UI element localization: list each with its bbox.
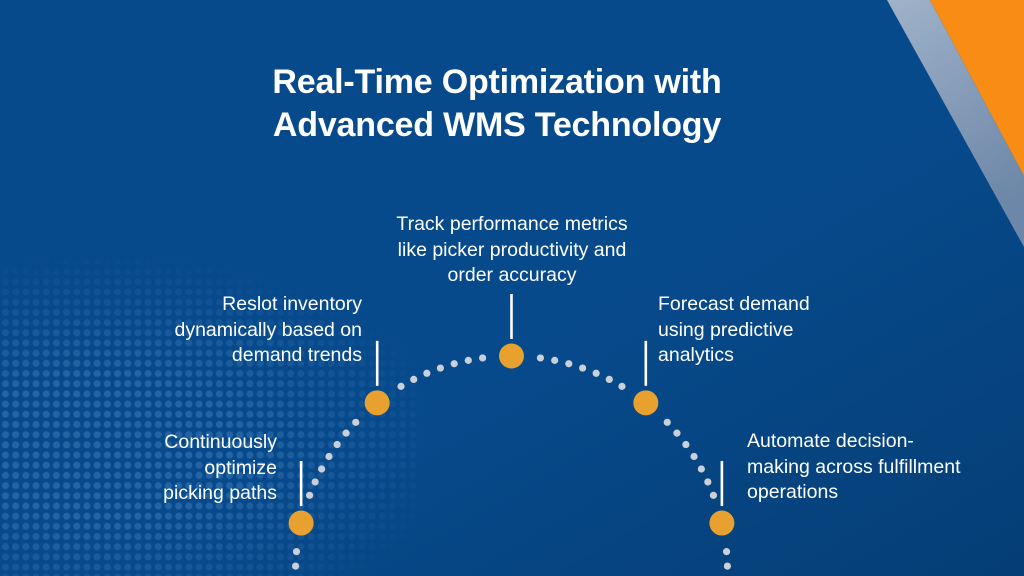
label-automate-decision-making: Automate decision- making across fulfill…	[747, 429, 1007, 506]
label-line: using predictive	[658, 318, 794, 341]
label-line: Forecast demand	[658, 293, 810, 315]
label-track-performance-metrics: Track performance metrics like picker pr…	[359, 212, 665, 289]
arc-dot	[305, 491, 314, 499]
step-marker-forecast-demand	[633, 390, 659, 416]
arc-dot	[723, 562, 732, 570]
arc-dot	[333, 440, 341, 449]
arc-dot	[704, 478, 712, 486]
label-line: order accuracy	[447, 264, 577, 286]
step-marker-reslot-inventory	[364, 390, 390, 416]
label-line: demand trends	[231, 344, 362, 366]
arc-dot	[342, 429, 350, 437]
arc-dot	[410, 375, 418, 383]
arc-dot	[352, 418, 360, 426]
arc-dot	[682, 440, 690, 449]
label-line: dynamically based on	[174, 318, 362, 341]
slide-title: Real-Time Optimization with Advanced WMS…	[0, 61, 994, 147]
arc-dot	[423, 369, 431, 377]
arc-dot	[318, 465, 326, 473]
label-reslot-inventory: Reslot inventory dynamically based on de…	[82, 292, 362, 369]
title-line-1: Real-Time Optimization with	[272, 63, 722, 101]
arc-dot	[605, 375, 613, 383]
arc-dot	[478, 354, 487, 362]
step-marker-optimize-picking-paths	[288, 510, 314, 536]
arc-dot	[592, 369, 600, 377]
arc-dot	[536, 354, 545, 362]
arc-dot	[436, 364, 444, 372]
step-marker-track-performance-metrics	[499, 343, 524, 369]
arc-dot	[464, 356, 472, 364]
label-line: Automate decision-	[747, 430, 914, 452]
label-optimize-picking-paths: Continuously optimize picking paths	[47, 430, 277, 507]
arc-dot	[673, 429, 681, 437]
arc-dot	[579, 364, 587, 372]
arc-dot	[311, 478, 319, 486]
label-line: Track performance metrics	[396, 213, 628, 235]
label-line: like picker productivity and	[397, 238, 627, 261]
arc-dot	[618, 382, 626, 390]
label-line: analytics	[658, 344, 734, 366]
label-line: Continuously	[164, 431, 277, 453]
step-marker-automate-decision-making	[709, 510, 735, 536]
label-line: operations	[747, 481, 839, 503]
arc-dot	[722, 548, 731, 556]
label-line: optimize	[204, 456, 277, 479]
label-line: making across fulfillment	[747, 455, 961, 478]
arc-dot	[709, 491, 718, 499]
arc-dot	[663, 418, 671, 426]
arc-dot	[551, 356, 559, 364]
arc-dot	[397, 382, 405, 390]
arc-dot	[325, 452, 333, 461]
label-line: picking paths	[163, 482, 277, 504]
label-forecast-demand: Forecast demand using predictive analyti…	[658, 292, 908, 369]
halftone-pattern	[0, 236, 420, 576]
arc-dot	[450, 360, 458, 368]
arc-dot	[565, 360, 573, 368]
title-line-2: Advanced WMS Technology	[272, 106, 722, 144]
arc-dot	[690, 452, 698, 461]
arc-dot	[697, 465, 705, 473]
arc-dot	[292, 548, 301, 556]
label-line: Reslot inventory	[222, 293, 362, 315]
arc-dot	[291, 562, 300, 570]
